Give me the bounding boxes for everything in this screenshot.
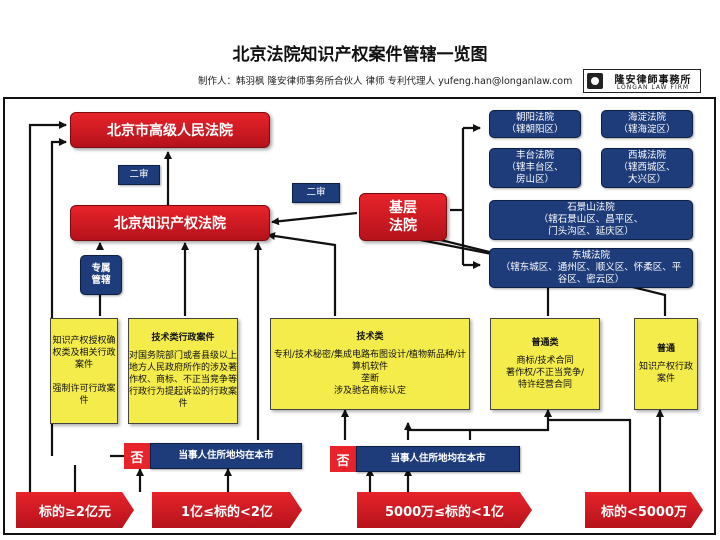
general-cases-body: 商标/技术合同 著作权/不正当竞争/ 特许经营合同	[505, 356, 585, 390]
tech-cases-box: 技术类 专利/技术秘密/集成电路布图设计/植物新品种/计算机软件 垄断 涉及驰名…	[270, 318, 470, 410]
general-admin-title: 普通	[656, 344, 675, 354]
author-credit: 制作人：韩羽枫 隆安律师事务所合伙人 律师 专利代理人 yufeng.han@l…	[198, 76, 573, 87]
beijing-high-court: 北京市高级人民法院	[70, 112, 270, 148]
general-cases-box: 普通类 商标/技术合同 著作权/不正当竞争/ 特许经营合同	[490, 318, 600, 410]
firm-logo: 隆安律師事務所 LONGAN LAW FIRM	[583, 69, 701, 93]
residence-no-right: 否	[330, 446, 356, 472]
chaoyang-court: 朝阳法院 （辖朝阳区）	[489, 110, 581, 138]
second-instance-label-mid: 二审	[292, 183, 340, 203]
amount-under-50m: 标的<5000万	[585, 492, 703, 528]
ip-grant-admin-cases-box: 知识产权授权确权类及相关行政案件 强制许可行政案件	[50, 318, 118, 424]
firm-logo-chinese: 隆安律師事務所	[614, 75, 692, 86]
tech-admin-body: 对国务院部门或者县级以上地方人民政府所作的涉及著作权、商标、不正当竞争等行政行为…	[129, 351, 238, 409]
beijing-ip-court: 北京知识产权法院	[70, 205, 270, 241]
basic-level-court: 基层 法院	[359, 193, 447, 241]
amount-50m-100m: 5000万≤标的<1亿	[357, 492, 532, 528]
fengtai-court: 丰台法院 （辖丰台区、 房山区）	[489, 148, 581, 188]
general-cases-title: 普通类	[531, 338, 559, 348]
haidian-court: 海淀法院 （辖海淀区）	[601, 110, 693, 138]
shijingshan-court: 石景山法院 （辖石景山区、昌平区、 门头沟区、延庆区）	[489, 200, 693, 240]
xicheng-court: 西城法院 （辖西城区、 大兴区）	[601, 148, 693, 188]
residence-condition-right: 当事人住所地均在本市	[356, 446, 520, 472]
tech-cases-title: 技术类	[356, 332, 384, 342]
tech-cases-body: 专利/技术秘密/集成电路布图设计/植物新品种/计算机软件 垄断 涉及驰名商标认定	[273, 350, 467, 396]
dongcheng-court: 东城法院 （辖东城区、通州区、顺义区、怀柔区、平 谷区、密云区）	[489, 248, 693, 288]
residence-no-left: 否	[124, 443, 150, 469]
firm-logo-icon	[587, 73, 603, 89]
page-title: 北京法院知识产权案件管辖一览图	[232, 45, 488, 65]
residence-condition-left: 当事人住所地均在本市	[150, 443, 302, 469]
firm-logo-english: LONGAN LAW FIRM	[616, 84, 690, 91]
diagram-frame	[3, 97, 716, 535]
second-instance-label-left: 二审	[118, 165, 160, 185]
tech-admin-title: 技术类行政案件	[151, 333, 215, 343]
general-admin-body: 知识产权行政案件	[638, 362, 693, 384]
tech-admin-cases-box: 技术类行政案件 对国务院部门或者县级以上地方人民政府所作的涉及著作权、商标、不正…	[128, 318, 238, 424]
amount-over-200m: 标的≥2亿元	[16, 492, 134, 528]
general-admin-cases-box: 普通 知识产权行政案件	[634, 318, 698, 410]
exclusive-jurisdiction-label: 专属 管辖	[80, 255, 122, 295]
amount-100m-200m: 1亿≤标的<2亿	[152, 492, 302, 528]
